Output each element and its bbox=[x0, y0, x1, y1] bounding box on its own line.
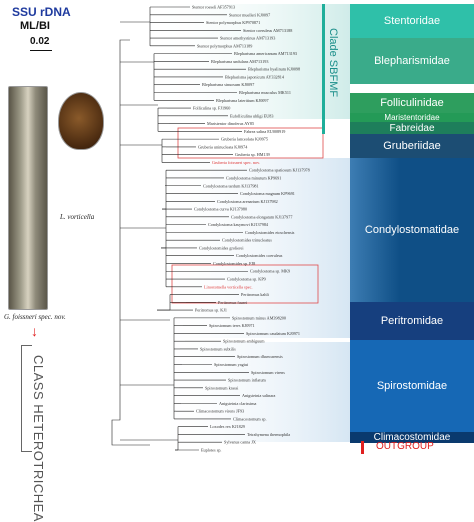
family-label-maristentoridae: Maristentoridae bbox=[384, 113, 440, 122]
leaf-label: Linostomella vorticella spec. bbox=[204, 284, 253, 289]
leaf-label: Climacostomum sp. bbox=[233, 416, 267, 421]
leaf-label: Spirostomum ambiguum bbox=[223, 339, 265, 344]
leaf-label: Peritromus kahli bbox=[241, 292, 270, 297]
leaf-label: Condylostomides grolierei bbox=[199, 245, 244, 250]
leaf-label: Spirostomum caudatum KJ0971 bbox=[246, 331, 300, 336]
leaf-label: Anigsteinia clarissima bbox=[219, 401, 256, 406]
leaf-label: Stentor muelleri KJ0097 bbox=[229, 12, 270, 17]
class-bracket bbox=[21, 345, 32, 452]
family-label-condylostomatidae: Condylostomatidae bbox=[364, 224, 460, 236]
leaf-label: Blepharisma sinuosum KJ0097 bbox=[202, 82, 254, 87]
leaf-label: Condylostoma elongatum KJ137977 bbox=[231, 214, 292, 219]
family-fabreidae: Fabreidae bbox=[350, 122, 474, 134]
leaf-label: Eufolliculina uhligi EU83 bbox=[230, 113, 274, 118]
leaf-label: Euplotes sp. bbox=[201, 448, 221, 453]
leaf-label: Blepharisma lateritium KJ0097 bbox=[216, 98, 269, 103]
highlight-box-gruberia bbox=[177, 127, 324, 159]
leaf-label: Spirostomum virens bbox=[251, 370, 285, 375]
leaf-label: Condylostomides etoschensis bbox=[245, 230, 295, 235]
leaf-label: Blepharisma americanum AM713193 bbox=[234, 51, 297, 56]
leaf-label: Gruberia lanceolata KJ0975 bbox=[221, 137, 268, 142]
leaf-label: Spirostomum minus AM398200 bbox=[232, 315, 286, 320]
leaf-label: Spirostomum teres KJ0971 bbox=[209, 323, 255, 328]
leaf-label: Condylostoma curva KJ137980 bbox=[194, 207, 247, 212]
figure: SSU rDNA ML/BI 0.02 L. vorticella G. foi… bbox=[4, 4, 474, 522]
leaf-label: Blepharisma hyalinum KJ0098 bbox=[248, 67, 300, 72]
family-label-peritromidae: Peritromidae bbox=[380, 315, 444, 327]
leaf-label: Peritromus faurei bbox=[218, 300, 248, 305]
leaf-label: Spirostomum yagiui bbox=[214, 362, 249, 367]
figure-title: SSU rDNA bbox=[12, 5, 71, 19]
leaf-label: Spirostomum krassi bbox=[205, 385, 239, 390]
leaf-label: Gruberia foissneri spec. nov. bbox=[212, 160, 260, 165]
scale-label: 0.02 bbox=[30, 36, 50, 47]
clade-label: Clade SBFMF bbox=[327, 28, 339, 98]
leaf-label: Gruberia uninucleata KJ0974 bbox=[198, 144, 248, 149]
leaf-label: Condylostoma kasymovi KJ137984 bbox=[208, 222, 269, 227]
leaf-label: Condylostoma tardum KJ137981 bbox=[203, 183, 259, 188]
leaf-label: Condylostomides sp. FJ8 bbox=[213, 261, 255, 266]
red-arrow: ↓ bbox=[31, 325, 38, 340]
family-blepharismidae: Blepharismidae bbox=[350, 38, 474, 84]
leaf-label: Stentor polymorphus AM713189 bbox=[197, 43, 252, 48]
family-maristentoridae: Maristentoridae bbox=[350, 113, 474, 122]
leaf-label: Stentor coeruleus AM713188 bbox=[243, 28, 292, 33]
leaf-label: Condylostomides trinucleatus bbox=[222, 238, 272, 243]
family-label-fabreidae: Fabreidae bbox=[389, 122, 435, 134]
family-peritromidae: Peritromidae bbox=[350, 302, 474, 340]
leaf-label: Stentor roeseli AF357913 bbox=[192, 5, 235, 10]
family-label-stentoridae: Stentoridae bbox=[383, 15, 441, 27]
leaf-label: Tetrahymena thermophila bbox=[247, 432, 290, 437]
tree-root bbox=[111, 39, 150, 446]
family-gruberiidae: Gruberiidae bbox=[350, 134, 474, 158]
leaf-label: Blepharisma japonicum AY332814 bbox=[225, 74, 285, 79]
family-climacostomidae: Climacostomidae bbox=[350, 432, 474, 443]
family-stentoridae: Stentoridae bbox=[350, 4, 474, 38]
leaf-label: Condylostoma spatiosum KJ137978 bbox=[249, 168, 310, 173]
outgroup-marker bbox=[361, 441, 364, 454]
highlight-box-linostomella bbox=[171, 264, 319, 304]
outgroup-label: OUTGROUP bbox=[376, 441, 434, 452]
caption-right: L. vorticella bbox=[60, 213, 95, 221]
photo-gruberia bbox=[8, 86, 48, 310]
family-label-climacostomidae: Climacostomidae bbox=[373, 432, 451, 443]
leaf-label: Condylostomides coeruleus bbox=[236, 253, 283, 258]
leaf-label: Condylostoma magnum KP9691 bbox=[240, 191, 295, 196]
leaf-label: Spirostomum dharwarensis bbox=[237, 354, 283, 359]
leaf-label: Sylvanus canna JX bbox=[224, 440, 256, 445]
leaf-label: Loxodes rex KJ1829 bbox=[210, 424, 245, 429]
family-label-folliculinidae: Folliculinidae bbox=[380, 97, 444, 109]
leaf-label: Condylostoma minutum KP9691 bbox=[226, 175, 281, 180]
family-spirostomidae: Spirostomidae bbox=[350, 340, 474, 432]
leaf-label: Anigsteinia salinara bbox=[242, 393, 276, 398]
family-label-spirostomidae: Spirostomidae bbox=[376, 380, 448, 392]
method-label: ML/BI bbox=[20, 20, 50, 32]
family-condylostomatidae: Condylostomatidae bbox=[350, 158, 474, 302]
leaf-label: Climacostomum virens JF93 bbox=[196, 409, 244, 414]
leaf-label: Condylostoma sp. KP9 bbox=[227, 277, 266, 282]
leaf-label: Blepharisma undulans AM713193 bbox=[211, 59, 268, 64]
leaf-label: Spirostomum subtilis bbox=[200, 346, 236, 351]
scale-bar bbox=[30, 50, 52, 51]
leaf-label: Spirostomum inflatum bbox=[228, 378, 267, 383]
caption-left: G. foissneri spec. nov. bbox=[4, 313, 66, 321]
leaf-label: Fabrea salina EU008919 bbox=[244, 129, 285, 134]
family-label-blepharismidae: Blepharismidae bbox=[374, 55, 450, 67]
leaf-label: Blepharisma musculus MK511 bbox=[239, 90, 291, 95]
leaf-label: Stentor amethystinus AM713193 bbox=[220, 36, 275, 41]
photo-linostomella bbox=[58, 92, 104, 150]
family-label-gruberiidae: Gruberiidae bbox=[383, 140, 441, 152]
leaf-label: Peritromus sp. KJ1 bbox=[195, 308, 227, 313]
leaf-label: Maristentor dinoferus AY85 bbox=[207, 121, 254, 126]
family-folliculinidae: Folliculinidae bbox=[350, 93, 474, 113]
leaf-label: Condylostoma sp. MK9 bbox=[250, 269, 290, 274]
clade-bar bbox=[322, 4, 325, 134]
leaf-label: Condylostoma arenarium KJ137982 bbox=[217, 199, 278, 204]
leaf-label: Stentor polymorphus KP970871 bbox=[206, 20, 260, 25]
leaf-label: Gruberia sp. HM139 bbox=[235, 152, 270, 157]
clade-shade-bottom bbox=[150, 342, 350, 442]
leaf-label: Folliculina sp. FJ1960 bbox=[193, 106, 230, 111]
